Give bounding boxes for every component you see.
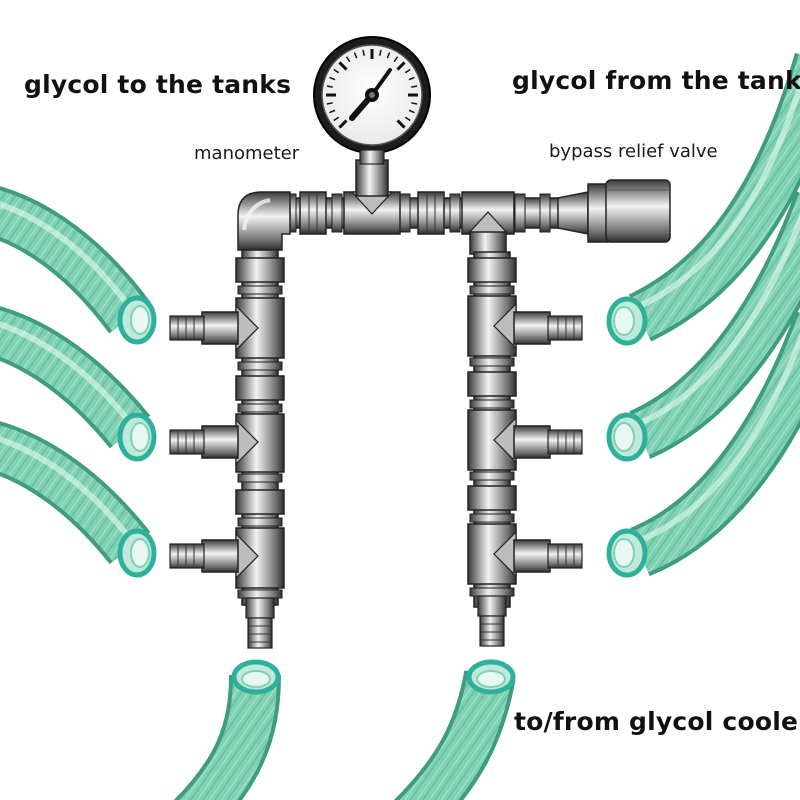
elbow-fitting-icon bbox=[237, 191, 291, 251]
label-glycol-to-tanks: glycol to the tanks bbox=[24, 70, 292, 99]
gauge-tick bbox=[338, 61, 348, 71]
hose-right-2 bbox=[606, 191, 800, 462]
gauge-tick bbox=[393, 56, 399, 63]
union-nut-icon bbox=[467, 371, 517, 397]
gauge-tick bbox=[379, 49, 382, 56]
barb-fitting-icon bbox=[169, 429, 205, 455]
top-manifold-pipe bbox=[261, 191, 593, 235]
tee-fitting-icon bbox=[343, 159, 401, 235]
gauge-tick bbox=[329, 109, 336, 114]
label-bypass-relief-valve: bypass relief valve bbox=[549, 141, 718, 162]
gauge-tick bbox=[333, 116, 340, 122]
right-outlet-2 bbox=[467, 409, 583, 471]
label-manometer: manometer bbox=[194, 143, 300, 164]
gauge-tick bbox=[411, 102, 418, 105]
union-nut-icon bbox=[235, 257, 285, 283]
gauge-tick bbox=[362, 49, 365, 56]
gauge-tick bbox=[333, 68, 340, 74]
tee-fitting-icon bbox=[461, 191, 515, 255]
gauge-tick bbox=[326, 85, 333, 88]
union-nut-icon bbox=[417, 191, 445, 235]
union-nut-icon bbox=[467, 485, 517, 511]
left-outlet-3 bbox=[169, 527, 285, 589]
gauge-tick bbox=[408, 76, 415, 81]
union-nut-icon bbox=[235, 489, 285, 515]
pressure-gauge-icon bbox=[313, 36, 431, 165]
gauge-tick bbox=[396, 119, 406, 129]
gauge-tick bbox=[411, 85, 418, 88]
barb-fitting-icon bbox=[547, 315, 583, 341]
label-glycol-from-tanks: glycol from the tanks bbox=[512, 66, 800, 95]
barb-fitting-icon bbox=[169, 543, 205, 569]
barb-fitting-icon bbox=[477, 595, 507, 647]
barb-fitting-icon bbox=[547, 543, 583, 569]
union-nut-icon bbox=[467, 257, 517, 283]
hose-right-1 bbox=[606, 52, 800, 346]
hose-left-1 bbox=[0, 186, 157, 345]
barb-fitting-icon bbox=[245, 597, 275, 649]
gauge-tick bbox=[338, 119, 348, 129]
gauge-tick bbox=[404, 68, 411, 74]
left-outlet-1 bbox=[169, 297, 285, 359]
hose-left-3 bbox=[0, 421, 157, 578]
gauge-tick bbox=[326, 102, 333, 105]
hose-right-3 bbox=[606, 311, 800, 578]
gauge-tick bbox=[353, 52, 358, 59]
barb-fitting-icon bbox=[169, 315, 205, 341]
gauge-tick bbox=[404, 116, 411, 122]
gauge-tick bbox=[396, 61, 406, 71]
hose-bottom-right bbox=[393, 659, 516, 800]
left-outlet-2 bbox=[169, 413, 285, 473]
hose-left-2 bbox=[0, 306, 157, 462]
gauge-tick bbox=[386, 52, 391, 59]
gauge-tick bbox=[345, 56, 351, 63]
right-outlet-3 bbox=[467, 523, 583, 585]
hose-bottom-left bbox=[173, 659, 281, 800]
union-nut-icon bbox=[299, 191, 327, 235]
label-to-from-glycol-cooler: to/from glycol cooler bbox=[514, 707, 800, 736]
relief-valve-icon bbox=[557, 179, 671, 243]
barb-fitting-icon bbox=[547, 429, 583, 455]
gauge-tick bbox=[329, 76, 336, 81]
right-outlet-1 bbox=[467, 295, 583, 357]
union-nut-icon bbox=[235, 375, 285, 401]
gauge-tick bbox=[408, 109, 415, 114]
